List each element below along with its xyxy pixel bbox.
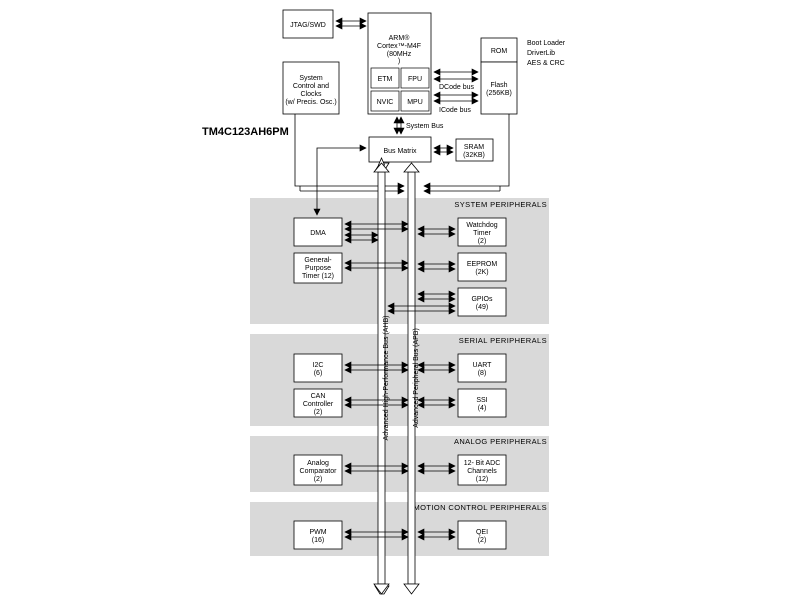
dma-block: DMA	[293, 217, 343, 247]
fpu-label: FPU	[408, 76, 422, 83]
apb-bus	[403, 162, 420, 595]
jtag-block: JTAG/SWD	[282, 9, 334, 39]
rom-content-2: DriverLib	[527, 50, 555, 57]
rom-label: ROM	[491, 48, 508, 55]
icode-bus-label: ICode bus	[439, 107, 471, 114]
i2c-block: I2C (6)	[293, 353, 343, 383]
qei-count: (2)	[478, 537, 487, 544]
comparator-line-2: Comparator	[300, 468, 338, 475]
qei-block: QEI (2)	[457, 520, 507, 550]
analog-peripherals-title: ANALOG PERIPHERALS	[454, 437, 547, 446]
flash-size: (256KB)	[486, 90, 512, 97]
system-peripherals-title: SYSTEM PERIPHERALS	[454, 200, 547, 209]
can-line-2: Controller	[303, 401, 334, 408]
i2c-label: I2C	[313, 362, 324, 369]
bus-matrix-label: Bus Matrix	[383, 148, 417, 155]
comparator-line-3: (2)	[314, 476, 323, 483]
ssi-label: SSI	[476, 397, 487, 404]
uart-block: UART (8)	[457, 353, 507, 383]
pwm-label: PWM	[309, 529, 326, 536]
sysctl-line-2: Control and	[293, 83, 329, 90]
gptimer-line-3: Timer (12)	[302, 273, 334, 280]
dcode-bus-label: DCode bus	[439, 84, 475, 91]
can-line-3: (2)	[314, 409, 323, 416]
system-control-block: System Control and Clocks (w/ Precis. Os…	[282, 61, 340, 115]
sysctl-line-4: (w/ Precis. Osc.)	[285, 99, 336, 106]
adc-block: 12- Bit ADC Channels (12)	[457, 454, 507, 486]
mpu-label: MPU	[407, 99, 423, 106]
sram-block: SRAM (32KB)	[455, 138, 494, 162]
can-block: CAN Controller (2)	[293, 388, 343, 418]
watchdog-line-1: Watchdog	[466, 222, 497, 229]
comparator-block: Analog Comparator (2)	[293, 454, 343, 486]
eeprom-block: EEPROM (2K)	[457, 252, 507, 282]
sysctl-line-3: Clocks	[300, 91, 322, 98]
motion-peripherals-title: MOTION CONTROL PERIPHERALS	[414, 503, 547, 512]
cpu-core-block: ARM® Cortex™-M4F (80MHz ) ETM FPU NVIC M…	[367, 12, 432, 115]
eeprom-size: (2K)	[475, 269, 488, 276]
bus-matrix-block: Bus Matrix	[368, 136, 432, 163]
can-line-1: CAN	[311, 393, 326, 400]
gptimer-line-2: Purpose	[305, 265, 331, 272]
watchdog-line-2: Timer	[473, 230, 491, 237]
pwm-block: PWM (16)	[293, 520, 343, 550]
core-line-3: (80MHz	[387, 51, 412, 58]
rom-content-1: Boot Loader	[527, 40, 566, 47]
ssi-block: SSI (4)	[457, 388, 507, 418]
pwm-count: (16)	[312, 537, 324, 544]
adc-line-2: Channels	[467, 468, 497, 475]
core-line-2: Cortex™-M4F	[377, 43, 421, 50]
serial-peripherals-title: SERIAL PERIPHERALS	[459, 336, 547, 345]
ahb-bus-head	[373, 162, 390, 595]
ahb-bus-label: Advanced High-Performance Bus (AHB)	[383, 316, 390, 441]
apb-bus-label: Advanced Peripheral Bus (APB)	[413, 328, 420, 428]
rom-content-3: AES & CRC	[527, 60, 565, 67]
gptimer-line-1: General-	[304, 257, 332, 264]
eeprom-label: EEPROM	[467, 261, 498, 268]
gpio-block: GPIOs (49)	[457, 287, 507, 317]
sram-size: (32KB)	[463, 152, 485, 159]
part-number: TM4C123AH6PM	[202, 126, 289, 138]
top-bus-connectors	[294, 17, 510, 216]
core-line-1: ARM®	[389, 34, 411, 42]
watchdog-line-3: (2)	[478, 238, 487, 245]
adc-line-1: 12- Bit ADC	[464, 460, 501, 467]
watchdog-block: Watchdog Timer (2)	[457, 217, 507, 247]
etm-label: ETM	[378, 76, 393, 83]
uart-count: (8)	[478, 370, 487, 377]
jtag-label: JTAG/SWD	[290, 22, 326, 29]
sram-label: SRAM	[464, 144, 484, 151]
sysctl-line-1: System	[299, 75, 323, 82]
core-line-4: )	[398, 58, 400, 65]
gpio-count: (49)	[476, 304, 488, 311]
peripheral-bus-connectors	[344, 220, 456, 541]
gptimer-block: General- Purpose Timer (12)	[293, 252, 343, 284]
flash-label: Flash	[490, 82, 507, 89]
nvic-label: NVIC	[377, 99, 394, 106]
gpio-label: GPIOs	[471, 296, 493, 303]
comparator-line-1: Analog	[307, 460, 329, 467]
ssi-count: (4)	[478, 405, 487, 412]
adc-line-3: (12)	[476, 476, 488, 483]
i2c-count: (6)	[314, 370, 323, 377]
system-bus-label: System Bus	[406, 123, 444, 130]
qei-label: QEI	[476, 529, 488, 536]
memory-block: ROM Flash (256KB)	[480, 37, 518, 115]
dma-label: DMA	[310, 230, 326, 237]
uart-label: UART	[473, 362, 493, 369]
